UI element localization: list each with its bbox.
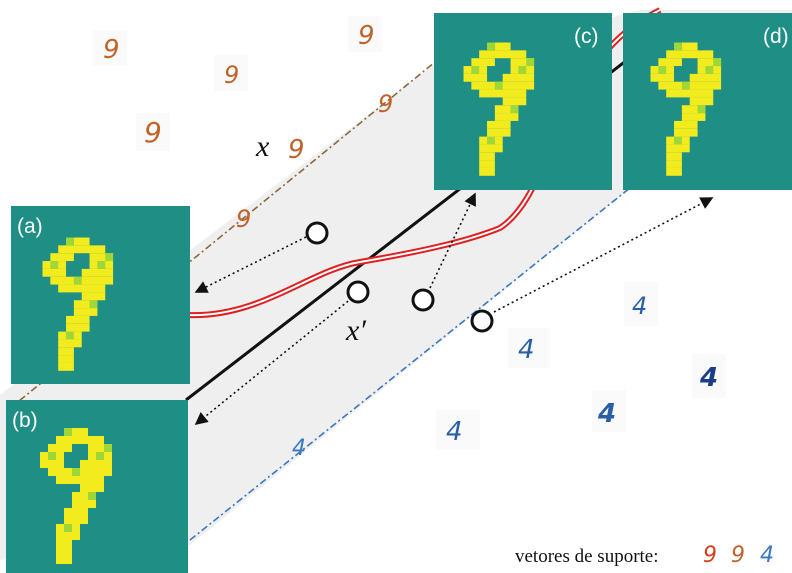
panel-a: (a) bbox=[11, 206, 190, 384]
svg-text:4: 4 bbox=[632, 292, 647, 320]
digit-nine-image: 9 bbox=[236, 205, 251, 233]
panel-b-label: (b) bbox=[12, 409, 38, 432]
svg-text:4: 4 bbox=[699, 363, 718, 393]
panel-b: (b) bbox=[6, 400, 188, 573]
legend-label: vetores de suporte: bbox=[515, 546, 659, 567]
sample-circle-icon bbox=[411, 288, 435, 312]
digit-four-image: 4 bbox=[592, 390, 626, 432]
svg-text:9: 9 bbox=[358, 21, 375, 51]
label-x: x bbox=[255, 130, 270, 163]
digit-four-image: 4 bbox=[292, 436, 306, 461]
digit-nine-image: 9 bbox=[214, 55, 248, 91]
sample-circle-icon bbox=[470, 309, 494, 333]
margin-line-four bbox=[189, 179, 641, 541]
svg-text:9: 9 bbox=[103, 35, 120, 65]
digit-nine-image: 9 bbox=[93, 30, 127, 66]
nine-samples: 9 9 9 9 9 9 9 bbox=[93, 16, 393, 233]
legend-symbol-nine: 9 bbox=[703, 543, 717, 568]
digit-nine-image: 9 bbox=[348, 16, 382, 52]
digit-nine-image: 9 bbox=[136, 113, 170, 151]
dotted-arrow-icon bbox=[194, 192, 714, 426]
svg-text:9: 9 bbox=[144, 116, 162, 149]
panel-d-label: (d) bbox=[763, 25, 789, 48]
svg-text:4: 4 bbox=[518, 335, 535, 365]
digit-four-image: 4 bbox=[436, 410, 480, 450]
legend-symbol-four: 4 bbox=[760, 543, 774, 568]
legend-symbol-nine-alt: 9 bbox=[731, 543, 745, 568]
digit-nine-image: 9 bbox=[288, 135, 305, 165]
sample-circle-icon bbox=[305, 221, 329, 245]
svg-text:4: 4 bbox=[597, 399, 616, 429]
digit-nine-image: 9 bbox=[378, 90, 393, 118]
digit-four-image: 4 bbox=[508, 328, 550, 368]
label-x-prime: x′ bbox=[345, 314, 366, 347]
legend: vetores de suporte: 9 9 4 bbox=[515, 543, 774, 568]
four-samples: 4 4 4 4 4 4 bbox=[292, 282, 726, 461]
digit-four-image: 4 bbox=[692, 354, 726, 398]
sample-circle-icon bbox=[346, 280, 370, 304]
panel-c-label: (c) bbox=[574, 25, 599, 48]
panel-a-label: (a) bbox=[17, 215, 43, 238]
digit-four-image: 4 bbox=[624, 282, 658, 326]
panel-d: (d) bbox=[623, 13, 792, 190]
svg-text:9: 9 bbox=[224, 61, 239, 89]
svg-text:4: 4 bbox=[446, 417, 463, 447]
panel-c: (c) bbox=[434, 13, 612, 190]
sample-circles bbox=[305, 221, 494, 333]
